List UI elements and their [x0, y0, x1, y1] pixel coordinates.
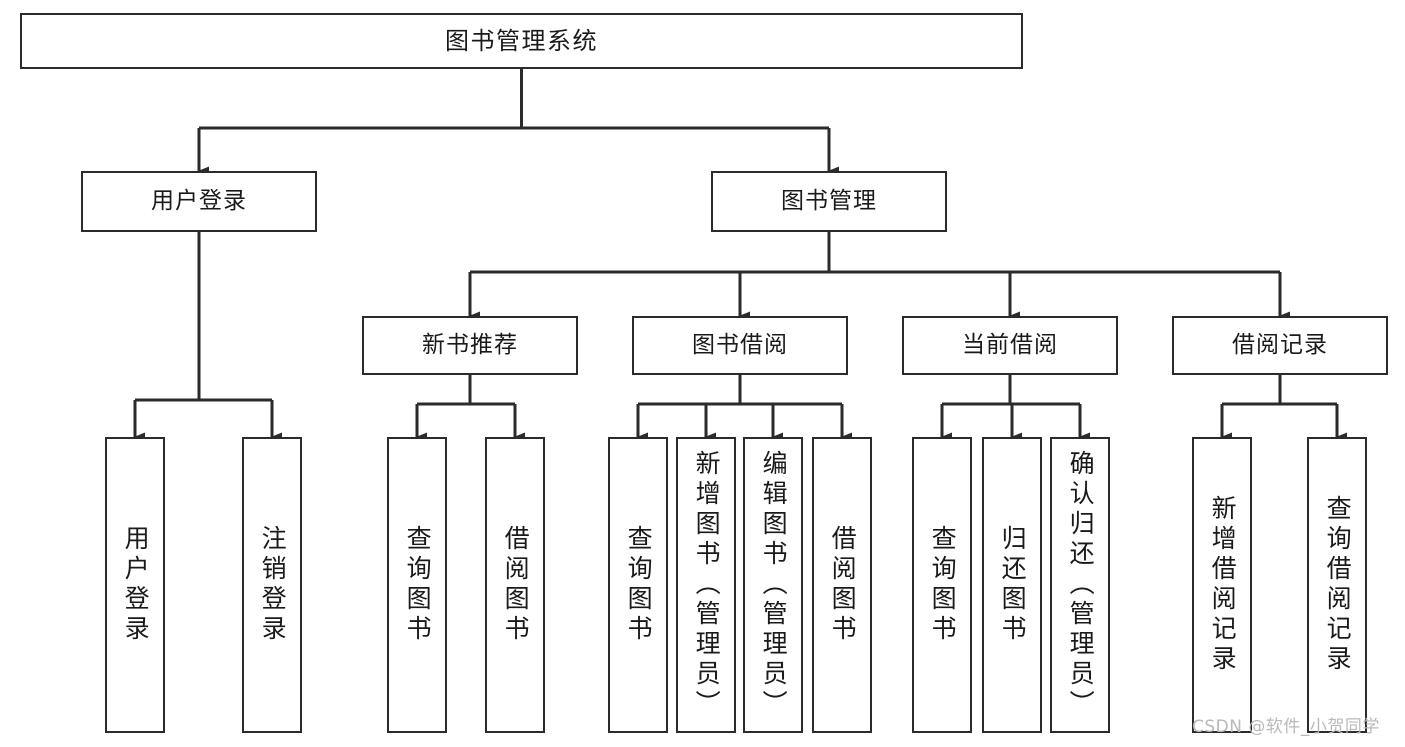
node-label: 当前借阅 — [962, 331, 1058, 358]
node-label: 编辑图书（管理员） — [759, 450, 789, 720]
node-label: 图书借阅 — [692, 331, 788, 358]
node-label: 查询借阅记录 — [1323, 495, 1353, 675]
node-leaf-login-2[interactable]: 注销登录 — [242, 437, 302, 733]
node-label: 注销登录 — [258, 525, 288, 645]
node-leaf-rec-1[interactable]: 新增借阅记录 — [1192, 437, 1252, 733]
node-leaf-login-1[interactable]: 用户登录 — [105, 437, 165, 733]
node-label: 归还图书 — [998, 525, 1028, 645]
node-leaf-cur-1[interactable]: 查询图书 — [912, 437, 972, 733]
node-label: 借阅记录 — [1232, 331, 1328, 358]
node-leaf-new-2[interactable]: 借阅图书 — [485, 437, 545, 733]
node-label: 图书管理 — [781, 187, 877, 214]
node-leaf-bor-1[interactable]: 查询图书 — [608, 437, 668, 733]
node-root[interactable]: 图书管理系统 — [20, 13, 1023, 69]
node-leaf-new-1[interactable]: 查询图书 — [387, 437, 447, 733]
node-bookmgmt[interactable]: 图书管理 — [711, 171, 947, 232]
node-borrow[interactable]: 图书借阅 — [632, 316, 848, 375]
node-leaf-rec-2[interactable]: 查询借阅记录 — [1307, 437, 1367, 733]
node-label: 用户登录 — [121, 525, 151, 645]
node-label: 新书推荐 — [422, 331, 518, 358]
node-label: 查询图书 — [403, 525, 433, 645]
node-label: 新增图书（管理员） — [692, 450, 722, 720]
node-label: 借阅图书 — [828, 525, 858, 645]
node-leaf-bor-3[interactable]: 编辑图书（管理员） — [743, 437, 803, 733]
node-records[interactable]: 借阅记录 — [1172, 316, 1388, 375]
node-label: 借阅图书 — [501, 525, 531, 645]
node-leaf-cur-3[interactable]: 确认归还（管理员） — [1050, 437, 1110, 733]
node-label: 用户登录 — [151, 187, 247, 214]
node-label: 新增借阅记录 — [1208, 495, 1238, 675]
node-label: 查询图书 — [928, 525, 958, 645]
node-leaf-bor-4[interactable]: 借阅图书 — [812, 437, 872, 733]
node-login[interactable]: 用户登录 — [81, 171, 317, 232]
node-leaf-cur-2[interactable]: 归还图书 — [982, 437, 1042, 733]
node-label: 查询图书 — [624, 525, 654, 645]
node-label: 图书管理系统 — [445, 26, 598, 55]
node-label: 确认归还（管理员） — [1066, 450, 1096, 720]
node-leaf-bor-2[interactable]: 新增图书（管理员） — [676, 437, 736, 733]
node-newbook[interactable]: 新书推荐 — [362, 316, 578, 375]
node-current[interactable]: 当前借阅 — [902, 316, 1118, 375]
